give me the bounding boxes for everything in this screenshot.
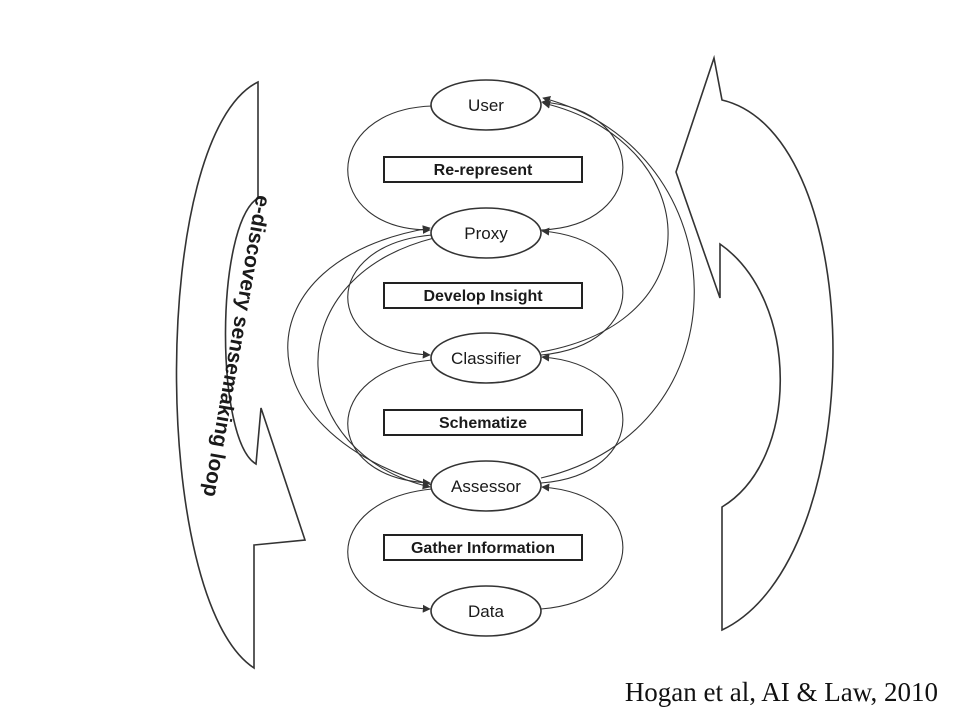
arc-classifier-to-assessor (347, 359, 433, 487)
arc-assessor-to-user (540, 95, 695, 479)
node-user-label: User (468, 96, 504, 115)
arc-proxy-to-classifier (347, 234, 433, 359)
node-classifier: Classifier (430, 332, 542, 384)
arc-proxy-to-assessor (317, 237, 435, 490)
arc-data-to-assessor (540, 483, 624, 610)
arc-assessor-to-classifier (540, 353, 624, 484)
arc-classifier-to-user (540, 100, 669, 353)
node-classifier-label: Classifier (451, 349, 521, 368)
node-proxy: Proxy (430, 207, 542, 259)
step-develop-insight-label: Develop Insight (423, 288, 543, 305)
left-downward-arrow (175, 80, 307, 670)
step-develop-insight: Develop Insight (383, 282, 583, 309)
arc-assessor-to-data (347, 488, 433, 613)
right-upward-arrow (675, 54, 834, 632)
node-data-label: Data (468, 602, 504, 621)
node-assessor-label: Assessor (451, 477, 521, 496)
step-gather-information-label: Gather Information (411, 540, 555, 557)
node-user: User (430, 79, 542, 131)
step-schematize: Schematize (383, 409, 583, 436)
citation: Hogan et al, AI & Law, 2010 (624, 677, 938, 707)
step-gather-information: Gather Information (383, 534, 583, 561)
arc-classifier-to-proxy (540, 227, 624, 356)
arc-assessor-to-proxy (287, 225, 433, 486)
node-proxy-label: Proxy (464, 224, 508, 243)
arc-user-to-proxy (347, 105, 433, 234)
step-schematize-label: Schematize (439, 415, 527, 432)
node-data: Data (430, 585, 542, 637)
step-rerepresent: Re-represent (383, 156, 583, 183)
step-rerepresent-label: Re-represent (434, 162, 533, 179)
node-assessor: Assessor (430, 460, 542, 512)
